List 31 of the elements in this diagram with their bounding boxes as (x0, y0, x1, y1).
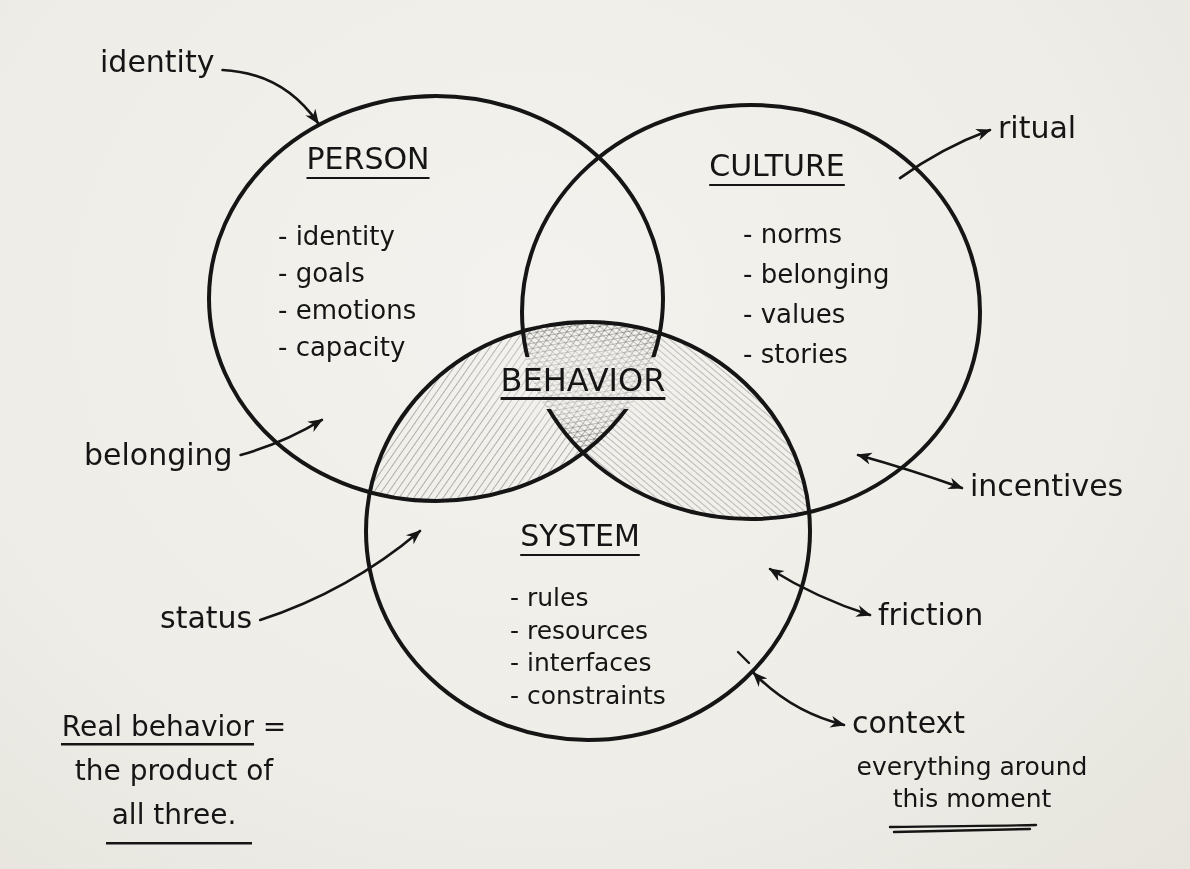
annotation-note: everything around this moment (855, 751, 1089, 815)
list-item: - capacity (278, 331, 406, 364)
curved-arrow (221, 68, 320, 125)
annotation-label: ritual (998, 110, 1077, 146)
annotation-label: context (852, 705, 966, 741)
list-item: - stories (743, 338, 848, 371)
curved-arrow (258, 529, 422, 622)
region-label: BEHAVIOR (500, 360, 666, 401)
curved-arrow (239, 418, 324, 457)
annotation-label: status (160, 600, 253, 636)
list-item: - goals (278, 257, 365, 290)
list-item: - resources (510, 614, 649, 647)
circle-heading: PERSON (306, 141, 430, 178)
list-item: - belonging (743, 258, 890, 291)
list-item: - emotions (278, 294, 417, 327)
list-item: - interfaces (510, 647, 652, 680)
circle-heading: CULTURE (709, 148, 845, 185)
circle-heading: SYSTEM (520, 518, 640, 555)
double-headed-arrow (856, 452, 964, 490)
list-item: - identity (278, 220, 395, 253)
list-item: - constraints (510, 680, 666, 713)
annotation-label: identity (100, 44, 215, 80)
double-headed-arrow (752, 671, 846, 728)
list-item: - rules (510, 582, 589, 614)
annotation-label: belonging (84, 437, 233, 473)
list-item: - norms (743, 218, 843, 251)
annotation-label: incentives (970, 468, 1124, 504)
curved-arrow (898, 128, 992, 180)
annotation-label: friction (878, 597, 984, 633)
double-headed-arrow (768, 567, 872, 617)
list-item: - values (743, 298, 846, 331)
